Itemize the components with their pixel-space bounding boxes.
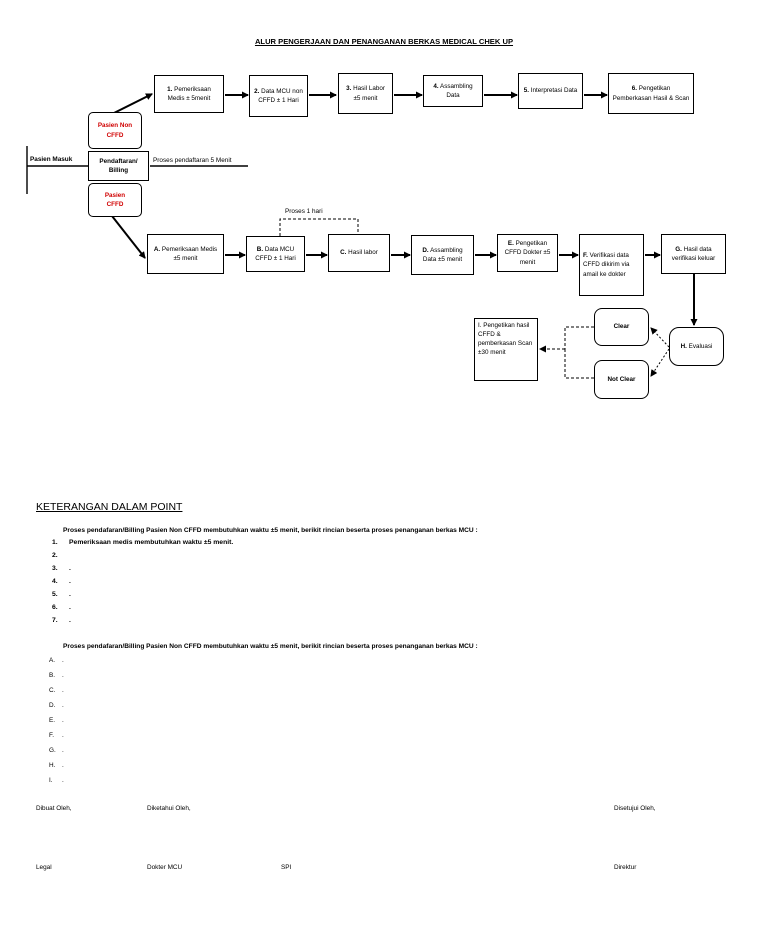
cffd-step-c: C. Hasil labor [328, 234, 390, 272]
numbered-item: 6.. [52, 604, 71, 611]
evaluasi-to-clear-arrow [650, 327, 670, 348]
legend-heading: KETERANGAN DALAM POINT [36, 501, 183, 513]
pendaftaran-box: Pendaftaran/ Billing [88, 151, 149, 181]
cffd-step-a: A. Pemeriksaan Medis ±5 menit [147, 234, 224, 274]
cffd-step-g: G. Hasil data verifikasi keluar [661, 234, 726, 274]
direktur-signatory: Direktur [614, 864, 637, 871]
pasien-cffd-label: Pasien CFFD [104, 191, 126, 208]
legend-intro-cffd: Proses pendafaran/Billing Pasien Non CFF… [63, 643, 478, 650]
cffd-step-b: B. Data MCU CFFD ± 1 Hari [246, 236, 305, 272]
lettered-item: I.. [49, 777, 64, 784]
numbered-item: 3.. [52, 565, 71, 572]
lettered-item: D.. [49, 702, 64, 709]
diketahui-oleh-label: Diketahui Oleh, [147, 805, 191, 812]
numbered-item: 5.. [52, 591, 71, 598]
non-cffd-step-3: 3. Hasil Labor ±5 menit [338, 73, 393, 114]
non-cffd-step-5: 5. Interpretasi Data [518, 73, 583, 109]
proses-1-hari-label: Proses 1 hari [285, 208, 323, 215]
dibuat-oleh-label: Dibuat Oleh, [36, 805, 72, 812]
legal-signatory: Legal [36, 864, 52, 871]
legend-intro-non-cffd: Proses pendafaran/Billing Pasien Non CFF… [63, 527, 478, 534]
lettered-item: H.. [49, 762, 64, 769]
document-title: ALUR PENGERJAAN DAN PENANGANAN BERKAS ME… [254, 37, 514, 46]
not-clear-box: Not Clear [594, 360, 649, 399]
pasien-cffd-box: Pasien CFFD [88, 183, 142, 217]
lettered-item: F.. [49, 732, 64, 739]
dokter-mcu-signatory: Dokter MCU [147, 864, 183, 871]
pendaftaran-label: Pendaftaran/ Billing [99, 157, 138, 174]
lettered-item: B.. [49, 672, 64, 679]
lettered-item: E.. [49, 717, 64, 724]
numbered-item: 1.Pemeriksaan medis membutuhkan waktu ±5… [52, 539, 234, 546]
lettered-item: C.. [49, 687, 64, 694]
spi-signatory: SPI [281, 864, 292, 871]
non-cffd-step-4: 4. Assambling Data [423, 75, 483, 107]
proses-pendaftaran-label: Proses pendaftaran 5 Menit [153, 157, 232, 164]
pasien-masuk-label: Pasien Masuk [30, 156, 73, 163]
lettered-item: A.. [49, 657, 64, 664]
final-step-box: I. Pengetikan hasil CFFD & pemberkasan S… [474, 318, 538, 381]
clear-connector [564, 326, 594, 349]
non-cffd-step-1: 1. Pemeriksaan Medis ± 5menit [154, 75, 224, 113]
cffd-step-f: F. Verifikasi data CFFD dikirim via amai… [579, 234, 644, 296]
non-cffd-step-6: 6. Pengetikan Pemberkasan Hasil & Scan [608, 73, 694, 114]
evaluasi-box: H. Evaluasi [669, 327, 724, 366]
non-cffd-branch-arrow [111, 93, 153, 115]
cffd-step-e: E. Pengetikan CFFD Dokter ±5 menit [497, 234, 558, 272]
proses-1-hari-bracket [279, 218, 359, 236]
cffd-step-d: D. Assambling Data ±5 menit [411, 235, 474, 275]
cffd-branch-arrow [111, 215, 146, 259]
clear-box: Clear [594, 308, 649, 346]
numbered-item: 4.. [52, 578, 71, 585]
evaluasi-to-not-clear-arrow [650, 348, 670, 377]
lettered-item: G.. [49, 747, 64, 754]
numbered-item: 2. [52, 552, 58, 559]
pasien-non-cffd-label: Pasien Non CFFD [97, 122, 133, 139]
numbered-item: 7.. [52, 617, 71, 624]
pasien-non-cffd-box: Pasien Non CFFD [88, 112, 142, 149]
non-cffd-step-2: 2. Data MCU non CFFD ± 1 Hari [249, 75, 308, 117]
not-clear-connector [564, 349, 594, 379]
disetujui-oleh-label: Disetujui Oleh, [614, 805, 656, 812]
